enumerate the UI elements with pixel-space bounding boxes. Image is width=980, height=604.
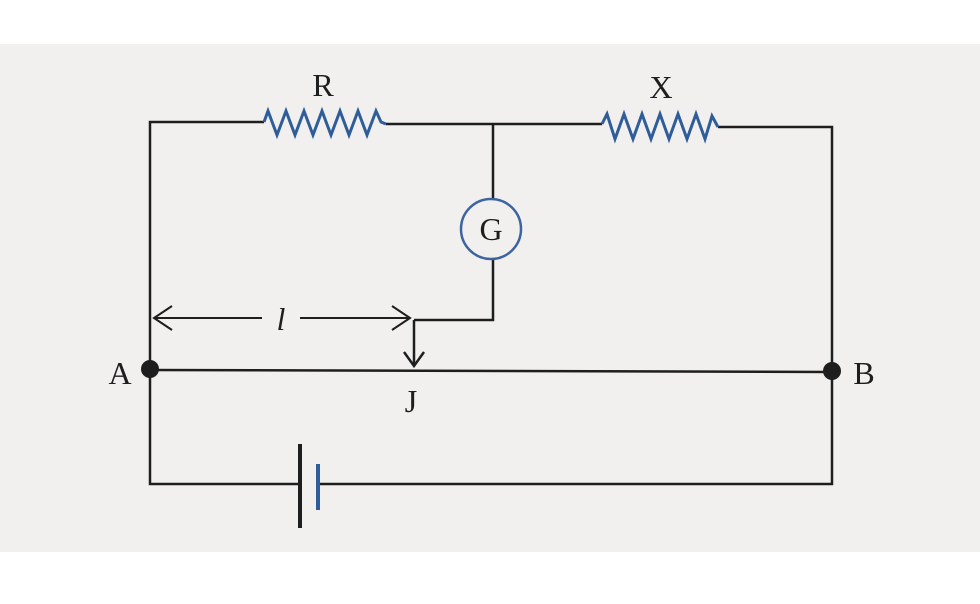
bridge-wire	[149, 368, 833, 374]
end-b-label: B	[853, 355, 874, 391]
paper-background	[0, 44, 980, 552]
terminal-b	[823, 362, 841, 380]
end-a-label: A	[108, 355, 131, 391]
terminal-a	[141, 360, 159, 378]
resistor-r	[262, 106, 387, 140]
length-label: l	[277, 301, 286, 337]
resistor-x	[600, 109, 720, 144]
resistor-r-label: R	[312, 67, 334, 103]
length-arrow	[152, 305, 412, 331]
galvanometer-label: G	[479, 211, 502, 247]
jockey-label: J	[405, 383, 417, 419]
resistor-x-label: X	[649, 69, 672, 105]
galvanometer-circle	[459, 197, 523, 261]
galvanometer-branch	[402, 124, 495, 369]
battery-loop	[148, 370, 834, 486]
